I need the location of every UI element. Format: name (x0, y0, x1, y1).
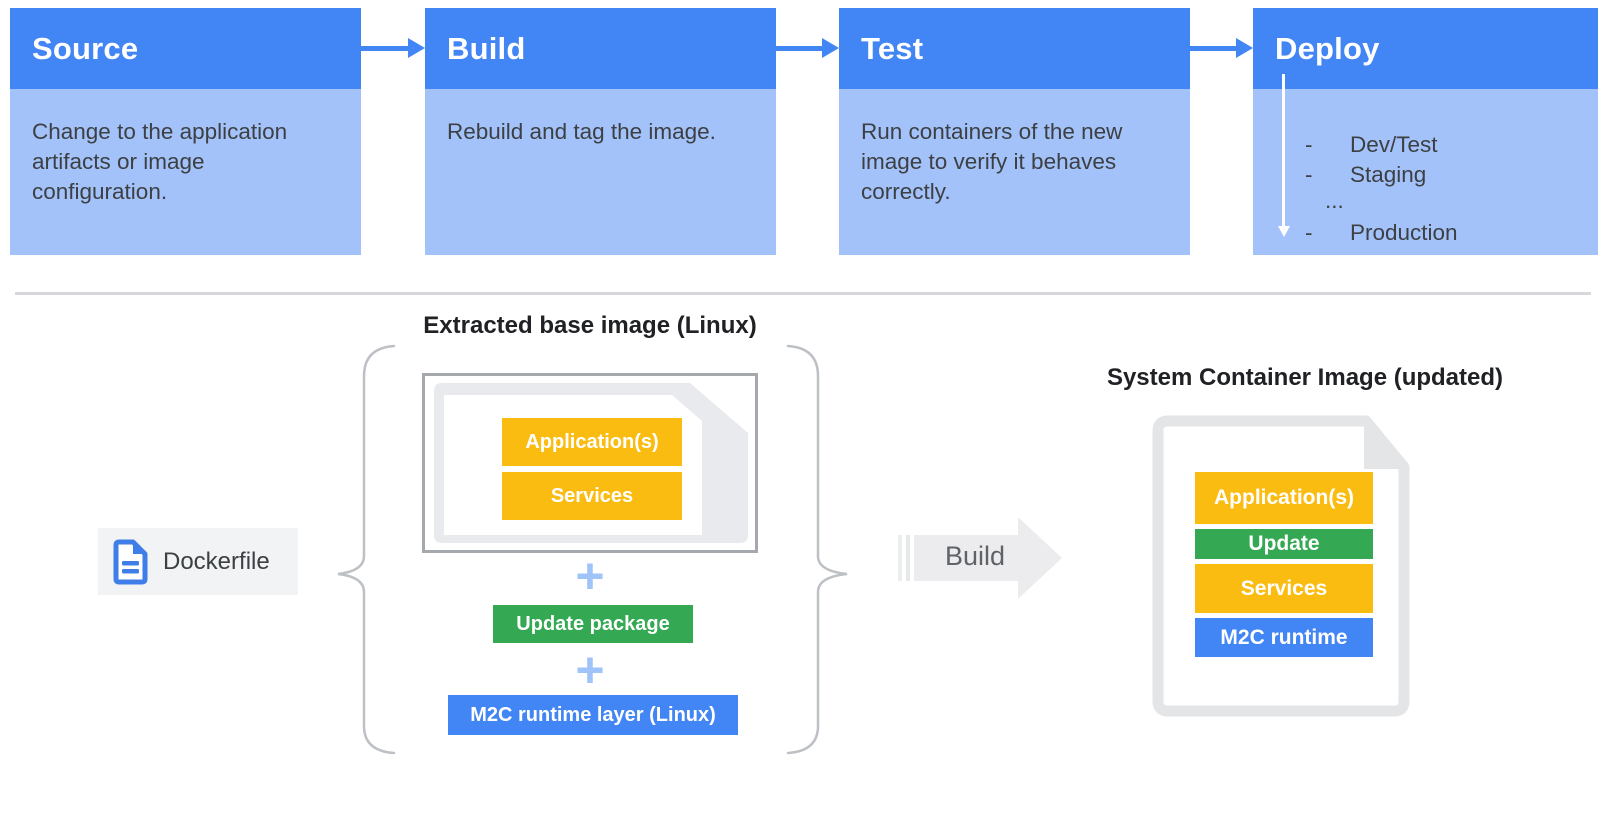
stage-description-source: Change to the application artifacts or i… (10, 89, 361, 255)
base-image-title: Extracted base image (Linux) (423, 312, 757, 339)
stage-title-build: Build (425, 8, 776, 89)
plus-icon: + (575, 642, 605, 698)
deploy-env-label: Production (1350, 220, 1458, 245)
dockerfile-chip: Dockerfile (98, 528, 298, 595)
deploy-env-label: ... (1325, 188, 1344, 213)
arrow-shaft (361, 45, 409, 51)
runtime-layer-box: M2C runtime layer (Linux) (448, 695, 738, 735)
arrow-shaft (776, 45, 823, 51)
arrow-head (822, 38, 839, 58)
stage-description-build: Rebuild and tag the image. (425, 89, 776, 255)
build-arrow-icon (895, 510, 1070, 605)
base-image-document: Application(s) Services (422, 373, 758, 553)
result-layer-m2c-runtime: M2C runtime (1195, 618, 1373, 657)
arrow-head (408, 38, 425, 58)
flow-arrow-icon (776, 38, 839, 58)
result-image-title: System Container Image (updated) (1106, 364, 1504, 391)
build-arrow-label: Build (944, 541, 1006, 571)
dockerfile-label: Dockerfile (163, 547, 270, 575)
right-brace-icon (786, 344, 848, 755)
stage-title-deploy: Deploy (1253, 8, 1598, 89)
arrow-head (1236, 38, 1253, 58)
bullet-dash: - (1305, 132, 1313, 157)
result-layer-update: Update (1195, 529, 1373, 559)
result-layer-applications: Application(s) (1195, 472, 1373, 524)
stage-card-deploy: Deploy - Dev/Test - Staging ... - Produc… (1253, 8, 1598, 255)
stage-card-test: Test Run containers of the new image to … (839, 8, 1190, 255)
flow-arrow-icon (361, 38, 425, 58)
arrow-shaft (1190, 45, 1237, 51)
stage-description-test: Run containers of the new image to verif… (839, 89, 1190, 255)
deploy-env-label: Dev/Test (1350, 132, 1438, 157)
flow-arrow-icon (1190, 38, 1253, 58)
base-layer-applications: Application(s) (502, 418, 682, 466)
stage-title-source: Source (10, 8, 361, 89)
deploy-sequence-arrow-head (1277, 226, 1290, 237)
update-package-box: Update package (493, 605, 693, 643)
plus-icon: + (575, 548, 605, 604)
result-layer-services: Services (1195, 564, 1373, 613)
bullet-dash: - (1305, 162, 1313, 187)
stage-body-deploy (1253, 89, 1598, 255)
result-document: Application(s) Update Services M2C runti… (1152, 415, 1410, 717)
left-brace-icon (337, 344, 396, 755)
dockerfile-icon (113, 539, 148, 584)
bullet-dash: - (1305, 220, 1313, 245)
stage-card-build: Build Rebuild and tag the image. (425, 8, 776, 255)
deploy-env-label: Staging (1350, 162, 1427, 187)
section-divider (15, 292, 1591, 295)
stage-card-source: Source Change to the application artifac… (10, 8, 361, 255)
stage-title-test: Test (839, 8, 1190, 89)
base-layer-services: Services (502, 472, 682, 520)
deploy-sequence-arrow-icon (1282, 74, 1285, 226)
